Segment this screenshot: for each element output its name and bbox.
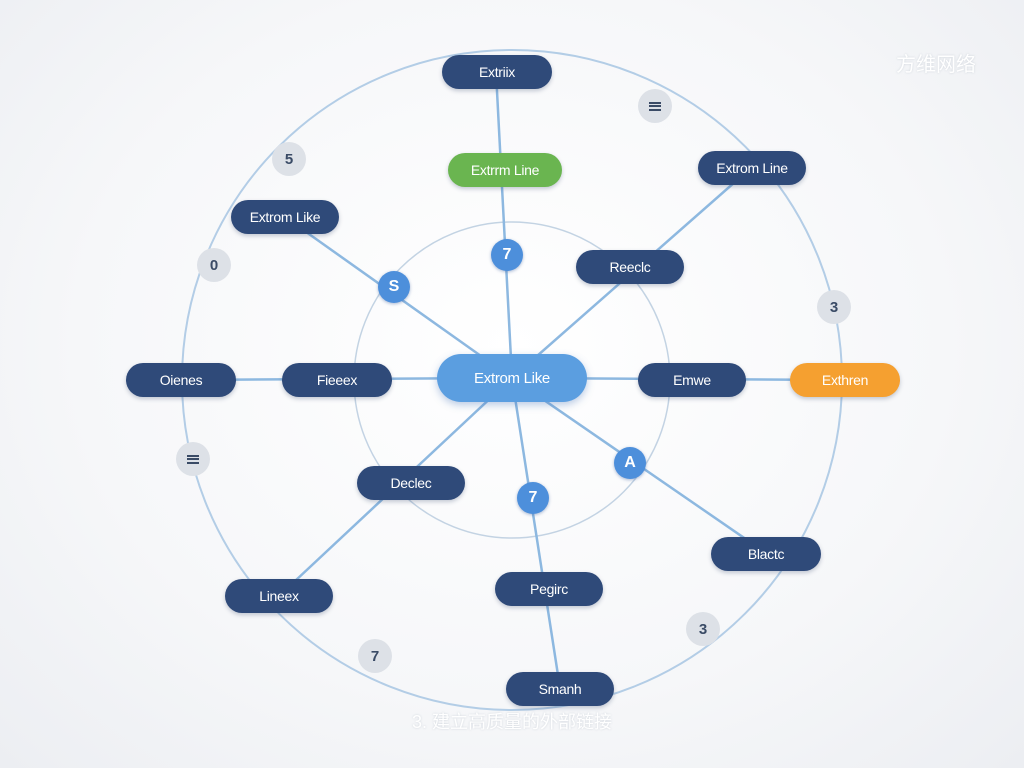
watermark-text: 方维网络: [896, 54, 976, 76]
menu-icon: [649, 101, 661, 111]
number-badge: 3: [686, 612, 720, 646]
node-blactc[interactable]: Blactc: [711, 537, 821, 571]
node-extrrm-line[interactable]: Extrrm Line: [448, 153, 562, 187]
node-oienes[interactable]: Oienes: [126, 363, 236, 397]
node-extrom-line[interactable]: Extrom Line: [698, 151, 806, 185]
node-lineex[interactable]: Lineex: [225, 579, 333, 613]
node-pegirc[interactable]: Pegirc: [495, 572, 603, 606]
menu-badge: [638, 89, 672, 123]
node-reeclc[interactable]: Reeclc: [576, 250, 684, 284]
number-badge: 0: [197, 248, 231, 282]
number-badge: 5: [272, 142, 306, 176]
number-badge: 7: [491, 239, 523, 271]
node-exthren[interactable]: Exthren: [790, 363, 900, 397]
node-extriix[interactable]: Extriix: [442, 55, 552, 89]
node-center[interactable]: Extrom Like: [437, 354, 587, 402]
letter-badge: A: [614, 447, 646, 479]
menu-icon: [187, 454, 199, 464]
menu-badge: [176, 442, 210, 476]
node-emwe[interactable]: Emwe: [638, 363, 746, 397]
node-extrom-like[interactable]: Extrom Like: [231, 200, 339, 234]
caption-text: 3. 建立高质量的外部链接: [411, 712, 612, 732]
letter-badge: S: [378, 271, 410, 303]
number-badge: 7: [517, 482, 549, 514]
link-top: [494, 70, 514, 380]
node-declec[interactable]: Declec: [357, 466, 465, 500]
link-bottom: [510, 376, 562, 690]
node-smanh[interactable]: Smanh: [506, 672, 614, 706]
number-badge: 7: [358, 639, 392, 673]
node-fieeex[interactable]: Fieeex: [282, 363, 392, 397]
number-badge: 3: [817, 290, 851, 324]
